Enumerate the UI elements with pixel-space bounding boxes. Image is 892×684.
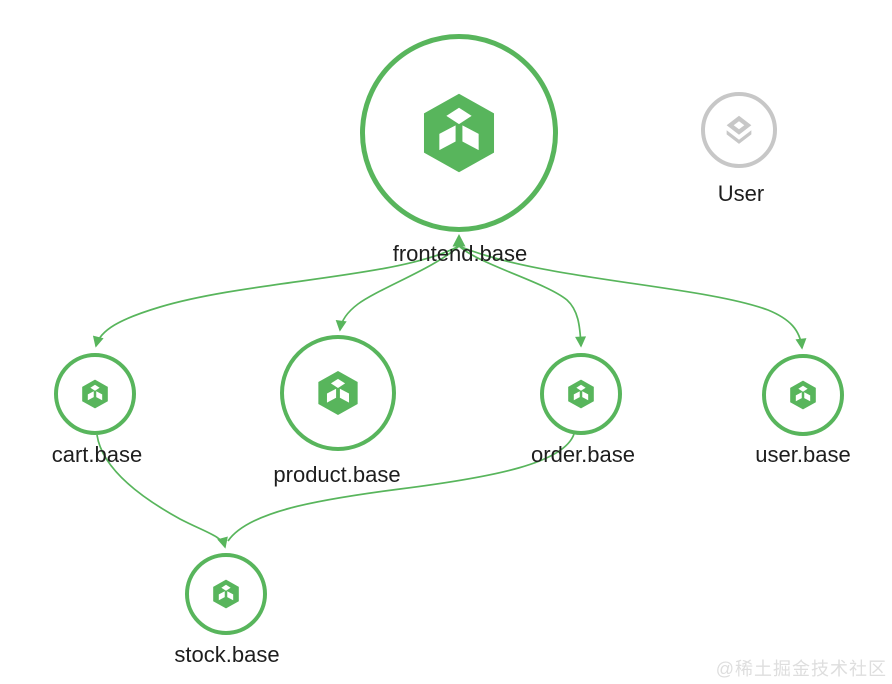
node-product-base[interactable] xyxy=(280,335,396,451)
node-stock-base[interactable] xyxy=(185,553,267,635)
node-user-base[interactable] xyxy=(762,354,844,436)
edge-frontend-userbase xyxy=(458,245,807,350)
package-cube-icon xyxy=(788,380,818,410)
edge-cart-stock xyxy=(96,434,228,549)
edge-frontend-cart xyxy=(92,245,460,348)
edge-order-stock xyxy=(227,433,575,542)
arrow-into-frontend xyxy=(452,234,466,247)
watermark-text: @稀土掘金技术社区 xyxy=(715,659,887,679)
package-cube-icon xyxy=(211,579,241,609)
node-user-actor[interactable] xyxy=(701,92,777,168)
layers-diamond-icon xyxy=(720,111,758,149)
package-cube-icon xyxy=(418,92,500,174)
package-cube-icon xyxy=(80,379,110,409)
node-order-base[interactable] xyxy=(540,353,622,435)
package-cube-icon xyxy=(315,370,361,416)
node-cart-base[interactable] xyxy=(54,353,136,435)
node-frontend-base[interactable] xyxy=(360,34,558,232)
edge-frontend-order xyxy=(458,245,587,348)
package-cube-icon xyxy=(566,379,596,409)
edge-frontend-product xyxy=(335,245,460,332)
